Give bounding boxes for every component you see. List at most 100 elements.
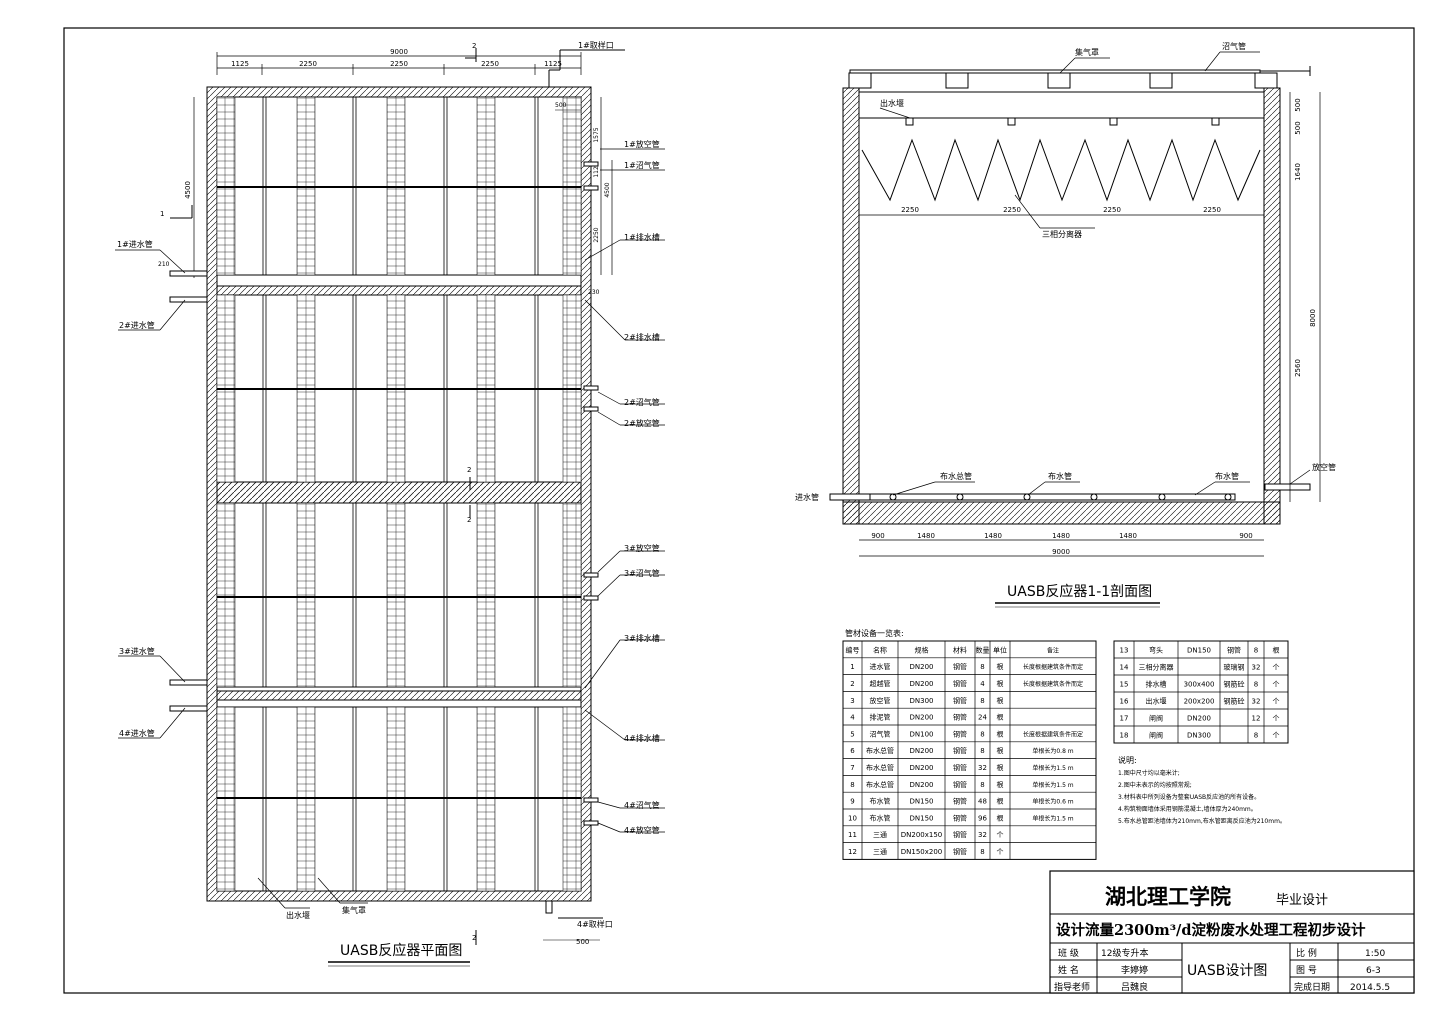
table-cell: DN200 — [910, 764, 934, 772]
total-width-dim: 9000 — [390, 48, 408, 56]
bottom-dim-total: 9000 — [1052, 548, 1070, 556]
right-dim-2560: 2560 — [1294, 359, 1302, 377]
drain-trough-2: 2#排水槽 — [624, 332, 660, 342]
table-cell: 14 — [1120, 664, 1129, 672]
table-cell: 出水堰 — [1146, 697, 1167, 706]
biogas-pipe-1: 1#沼气管 — [624, 160, 660, 170]
table-cell: DN200 — [910, 747, 934, 755]
table-cell: 11 — [848, 831, 857, 839]
table-cell: DN200 — [910, 781, 934, 789]
header-pipe-label: 布水总管 — [940, 471, 972, 481]
table-header-cell: 名称 — [873, 645, 887, 654]
drain-channel-3 — [216, 690, 582, 701]
table-cell: 玻璃钢 — [1224, 663, 1245, 672]
project-title: 设计流量2300m³/d淀粉废水处理工程初步设计 — [1056, 921, 1366, 939]
table-cell: 32 — [1252, 664, 1261, 672]
dim-4500-left: 4500 — [184, 181, 192, 199]
table-cell: 单根长为1.5 m — [1032, 814, 1073, 822]
table-cell: 48 — [978, 798, 987, 806]
table-cell: 钢管 — [953, 813, 967, 822]
table-cell: 8 — [1254, 681, 1258, 689]
table-cell: 根 — [997, 746, 1004, 755]
note-4: 4.构筑物面墙体采用钢筋混凝土,墙体厚为240mm。 — [1118, 805, 1257, 813]
table-cell: 32 — [1252, 698, 1261, 706]
table-cell: 钢管 — [953, 763, 967, 772]
table-cell: 9 — [850, 798, 854, 806]
table-cell: 13 — [1120, 647, 1129, 655]
right-dim-8000: 8000 — [1309, 309, 1317, 327]
table-cell: 闸阀 — [1149, 714, 1163, 723]
section-left-wall — [842, 87, 860, 525]
sample-port-top: 1#取样口 — [578, 40, 614, 50]
table-cell: 18 — [1120, 732, 1129, 740]
table-cell: 个 — [1273, 664, 1280, 672]
bottom-dim-6: 900 — [1239, 532, 1252, 540]
drain-channel-1 — [216, 285, 582, 296]
scale-label: 比 例 — [1296, 947, 1317, 959]
table-cell: 根 — [997, 797, 1004, 806]
top-dim-3: 2250 — [390, 60, 408, 68]
title-block: 湖北理工学院 毕业设计 设计流量2300m³/d淀粉废水处理工程初步设计 班 级… — [1049, 870, 1415, 994]
drawing-no-label: 图 号 — [1296, 965, 1317, 976]
gas-hood-top-label: 集气罩 — [1075, 47, 1099, 57]
class-value: 12级专升本 — [1101, 947, 1148, 959]
outlet-weir-section-label: 出水堰 — [880, 98, 904, 108]
table-cell: 根 — [1273, 646, 1280, 655]
brick-column — [296, 502, 316, 688]
bottom-dim-4: 1480 — [1052, 532, 1070, 540]
top-dim-1: 1125 — [231, 60, 249, 68]
table-cell: 三相分离器 — [1139, 663, 1174, 672]
table-cell: 12 — [1252, 715, 1261, 723]
table-cell: 根 — [997, 679, 1004, 688]
drawing-no-value: 6-3 — [1366, 966, 1381, 976]
table-cell: 8 — [980, 747, 984, 755]
table-cell: DN150 — [910, 814, 934, 822]
table-cell: DN200x150 — [901, 831, 943, 839]
section-mark-top: 2 — [472, 42, 476, 50]
date-value: 2014.5.5 — [1350, 983, 1390, 993]
drawing-name: UASB设计图 — [1187, 963, 1267, 979]
table-cell: 闸阀 — [1149, 731, 1163, 740]
note-5: 5.布水总管距池墙体为210mm,布水管距离反应池为210mm。 — [1118, 817, 1286, 825]
vent-pipe-4: 4#放空管 — [624, 825, 660, 835]
plan-title: UASB反应器平面图 — [340, 942, 462, 959]
table-cell: 8 — [980, 697, 984, 705]
table-cell: DN150x200 — [901, 848, 943, 856]
table-caption: 管材设备一览表: — [845, 628, 904, 638]
top-dim-4: 2250 — [481, 60, 499, 68]
table-cell: 进水管 — [870, 662, 891, 671]
section-mark-bottom: 2 — [472, 934, 476, 942]
table-cell: 长度根据建筑条件而定 — [1023, 730, 1083, 738]
table-cell: 200x200 — [1184, 698, 1215, 706]
vent-pipe-2: 2#放空管 — [624, 418, 660, 428]
drain-trough-4: 4#排水槽 — [624, 733, 660, 743]
table-cell: 单根长为1.5 m — [1032, 764, 1073, 772]
table-cell: 个 — [1273, 698, 1280, 706]
table-cell: 单根长为0.6 m — [1032, 798, 1073, 806]
table-cell: 钢管 — [953, 662, 967, 671]
table-cell: DN150 — [910, 798, 934, 806]
inlet-section-label: 进水管 — [795, 492, 819, 502]
dist-pipe-label-2: 布水管 — [1215, 471, 1239, 481]
brick-column — [216, 502, 236, 688]
table-cell: 钢管 — [953, 679, 967, 688]
table-cell: 钢管 — [1227, 646, 1241, 655]
biogas-pipe-4: 4#沼气管 — [624, 800, 660, 810]
table-cell: 钢管 — [953, 780, 967, 789]
table-cell: DN200 — [910, 714, 934, 722]
table-cell: 个 — [997, 848, 1004, 856]
section-title: UASB反应器1-1剖面图 — [1007, 583, 1152, 600]
table-cell: 300x400 — [1184, 681, 1215, 689]
table-cell: 根 — [997, 813, 1004, 822]
table-cell: 12 — [848, 848, 857, 856]
table-cell: DN150 — [1187, 647, 1211, 655]
table-cell: 8 — [850, 781, 854, 789]
dim-right-2: 1125 — [593, 162, 600, 177]
table-cell: 根 — [997, 780, 1004, 789]
sep-dim-4: 2250 — [1203, 206, 1221, 214]
table-cell: 个 — [1273, 732, 1280, 740]
inlet-pipe-2: 2#进水管 — [119, 320, 155, 330]
table-cell: DN300 — [910, 697, 934, 705]
